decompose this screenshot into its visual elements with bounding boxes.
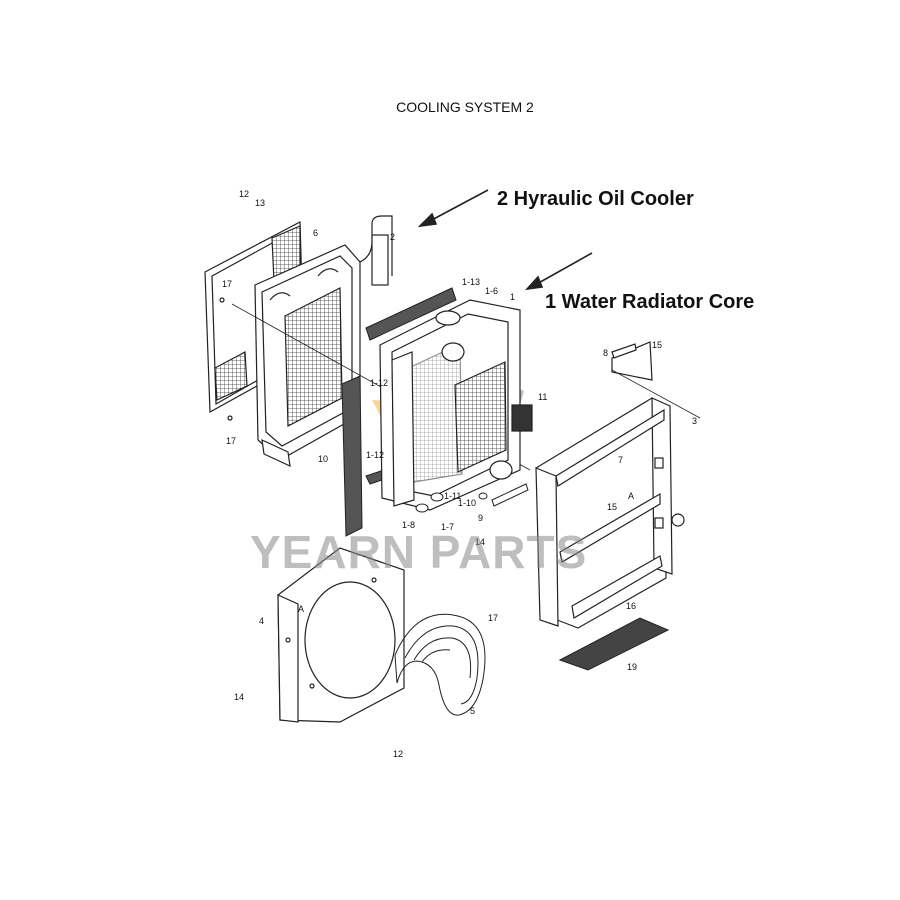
fan-guard	[394, 613, 486, 716]
part-label: 10	[318, 454, 328, 464]
part-label: 6	[313, 228, 318, 238]
part-label: 13	[255, 198, 265, 208]
part-label: 8	[603, 348, 608, 358]
part-label: 1-11	[444, 491, 461, 501]
fan-shroud	[277, 547, 405, 723]
part-label: 12	[393, 749, 403, 759]
part-label: 4	[259, 616, 264, 626]
part-label: 19	[627, 662, 637, 672]
hose-fittings	[415, 483, 529, 513]
part-label: 15	[607, 502, 617, 512]
part-label: 15	[652, 340, 662, 350]
part-label: 14	[475, 537, 485, 547]
part-label: 5	[470, 706, 475, 716]
part-label: 16	[626, 601, 636, 611]
part-label: 17	[226, 436, 236, 446]
mounting-frame	[535, 341, 701, 629]
part-label: 17	[222, 279, 232, 289]
part-label: 1	[510, 292, 515, 302]
part-label: 2	[390, 232, 395, 242]
part-label: 1-12	[370, 378, 388, 388]
watermark-text: YEARN PARTS	[250, 526, 587, 578]
seal-strips	[341, 287, 457, 537]
part-label: A	[628, 491, 634, 501]
callout-radiator-core: 1 Water Radiator Core	[545, 291, 755, 313]
callout-oil-cooler: 2 Hyraulic Oil Cooler	[497, 188, 694, 210]
pad-sheet	[558, 617, 670, 671]
part-label: 3	[692, 416, 697, 426]
part-label: 14	[234, 692, 244, 702]
part-label: 1-12	[366, 450, 384, 460]
part-label: 1-10	[458, 498, 476, 508]
part-label: 11	[538, 392, 547, 402]
part-label: 1-6	[485, 286, 498, 296]
page-title: COOLING SYSTEM 2	[396, 99, 534, 115]
callout-arrows	[417, 189, 593, 291]
oil-cooler	[254, 215, 393, 468]
part-label: 1-8	[402, 520, 415, 530]
part-label: 9	[478, 513, 483, 523]
part-label: A	[298, 604, 304, 614]
part-label: 7	[618, 455, 623, 465]
part-label: 1-7	[441, 522, 454, 532]
part-label: 17	[488, 613, 498, 623]
radiator-core	[379, 299, 533, 511]
part-label: 1-13	[462, 277, 480, 287]
part-label: 12	[239, 189, 249, 199]
